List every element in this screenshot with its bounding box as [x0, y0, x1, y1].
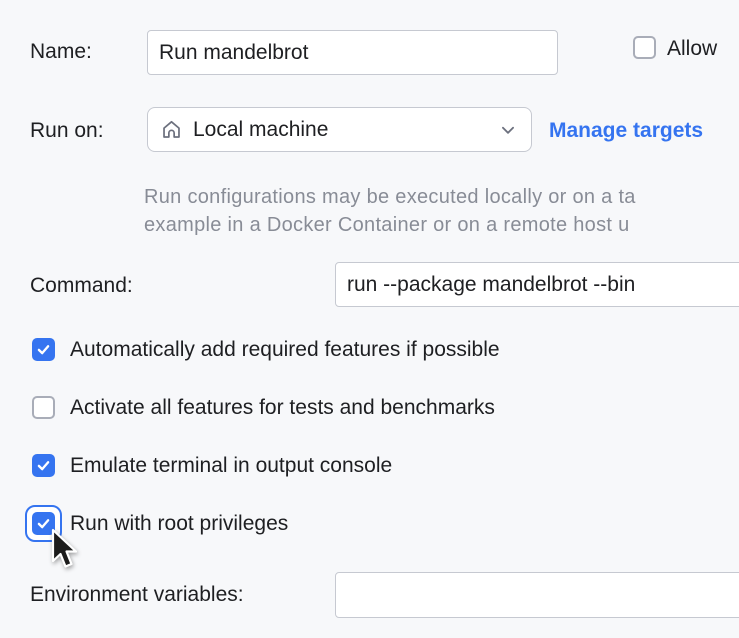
command-label: Command:: [30, 274, 133, 297]
check-icon: [37, 461, 50, 471]
check-icon: [37, 519, 50, 529]
run-on-combobox[interactable]: Local machine: [147, 107, 532, 152]
environment-variables-label: Environment variables:: [30, 583, 244, 606]
manage-targets-link[interactable]: Manage targets: [549, 119, 704, 142]
mouse-cursor-icon: [51, 528, 78, 568]
allow-checkbox-label[interactable]: Allow: [667, 37, 718, 60]
environment-variables-input[interactable]: [335, 572, 739, 618]
run-on-selected-value: Local machine: [193, 117, 329, 141]
activate-all-features-label[interactable]: Activate all features for tests and benc…: [70, 396, 495, 419]
name-input[interactable]: [147, 30, 558, 75]
run-on-label: Run on:: [30, 119, 104, 142]
root-privileges-label[interactable]: Run with root privileges: [70, 512, 289, 535]
chevron-down-icon: [499, 121, 517, 139]
auto-add-features-checkbox[interactable]: [32, 338, 55, 361]
command-input[interactable]: [335, 262, 739, 307]
emulate-terminal-label[interactable]: Emulate terminal in output console: [70, 454, 393, 477]
home-icon: [160, 118, 183, 141]
check-icon: [37, 345, 50, 355]
allow-checkbox[interactable]: [633, 36, 656, 59]
root-privileges-checkbox[interactable]: [32, 512, 55, 535]
emulate-terminal-checkbox[interactable]: [32, 454, 55, 477]
run-on-help-line2: example in a Docker Container or on a re…: [144, 214, 630, 236]
auto-add-features-label[interactable]: Automatically add required features if p…: [70, 338, 500, 361]
run-on-help-line1: Run configurations may be executed local…: [144, 186, 636, 208]
root-privileges-focus-ring: [25, 505, 62, 542]
activate-all-features-checkbox[interactable]: [32, 396, 55, 419]
name-label: Name:: [30, 40, 92, 63]
